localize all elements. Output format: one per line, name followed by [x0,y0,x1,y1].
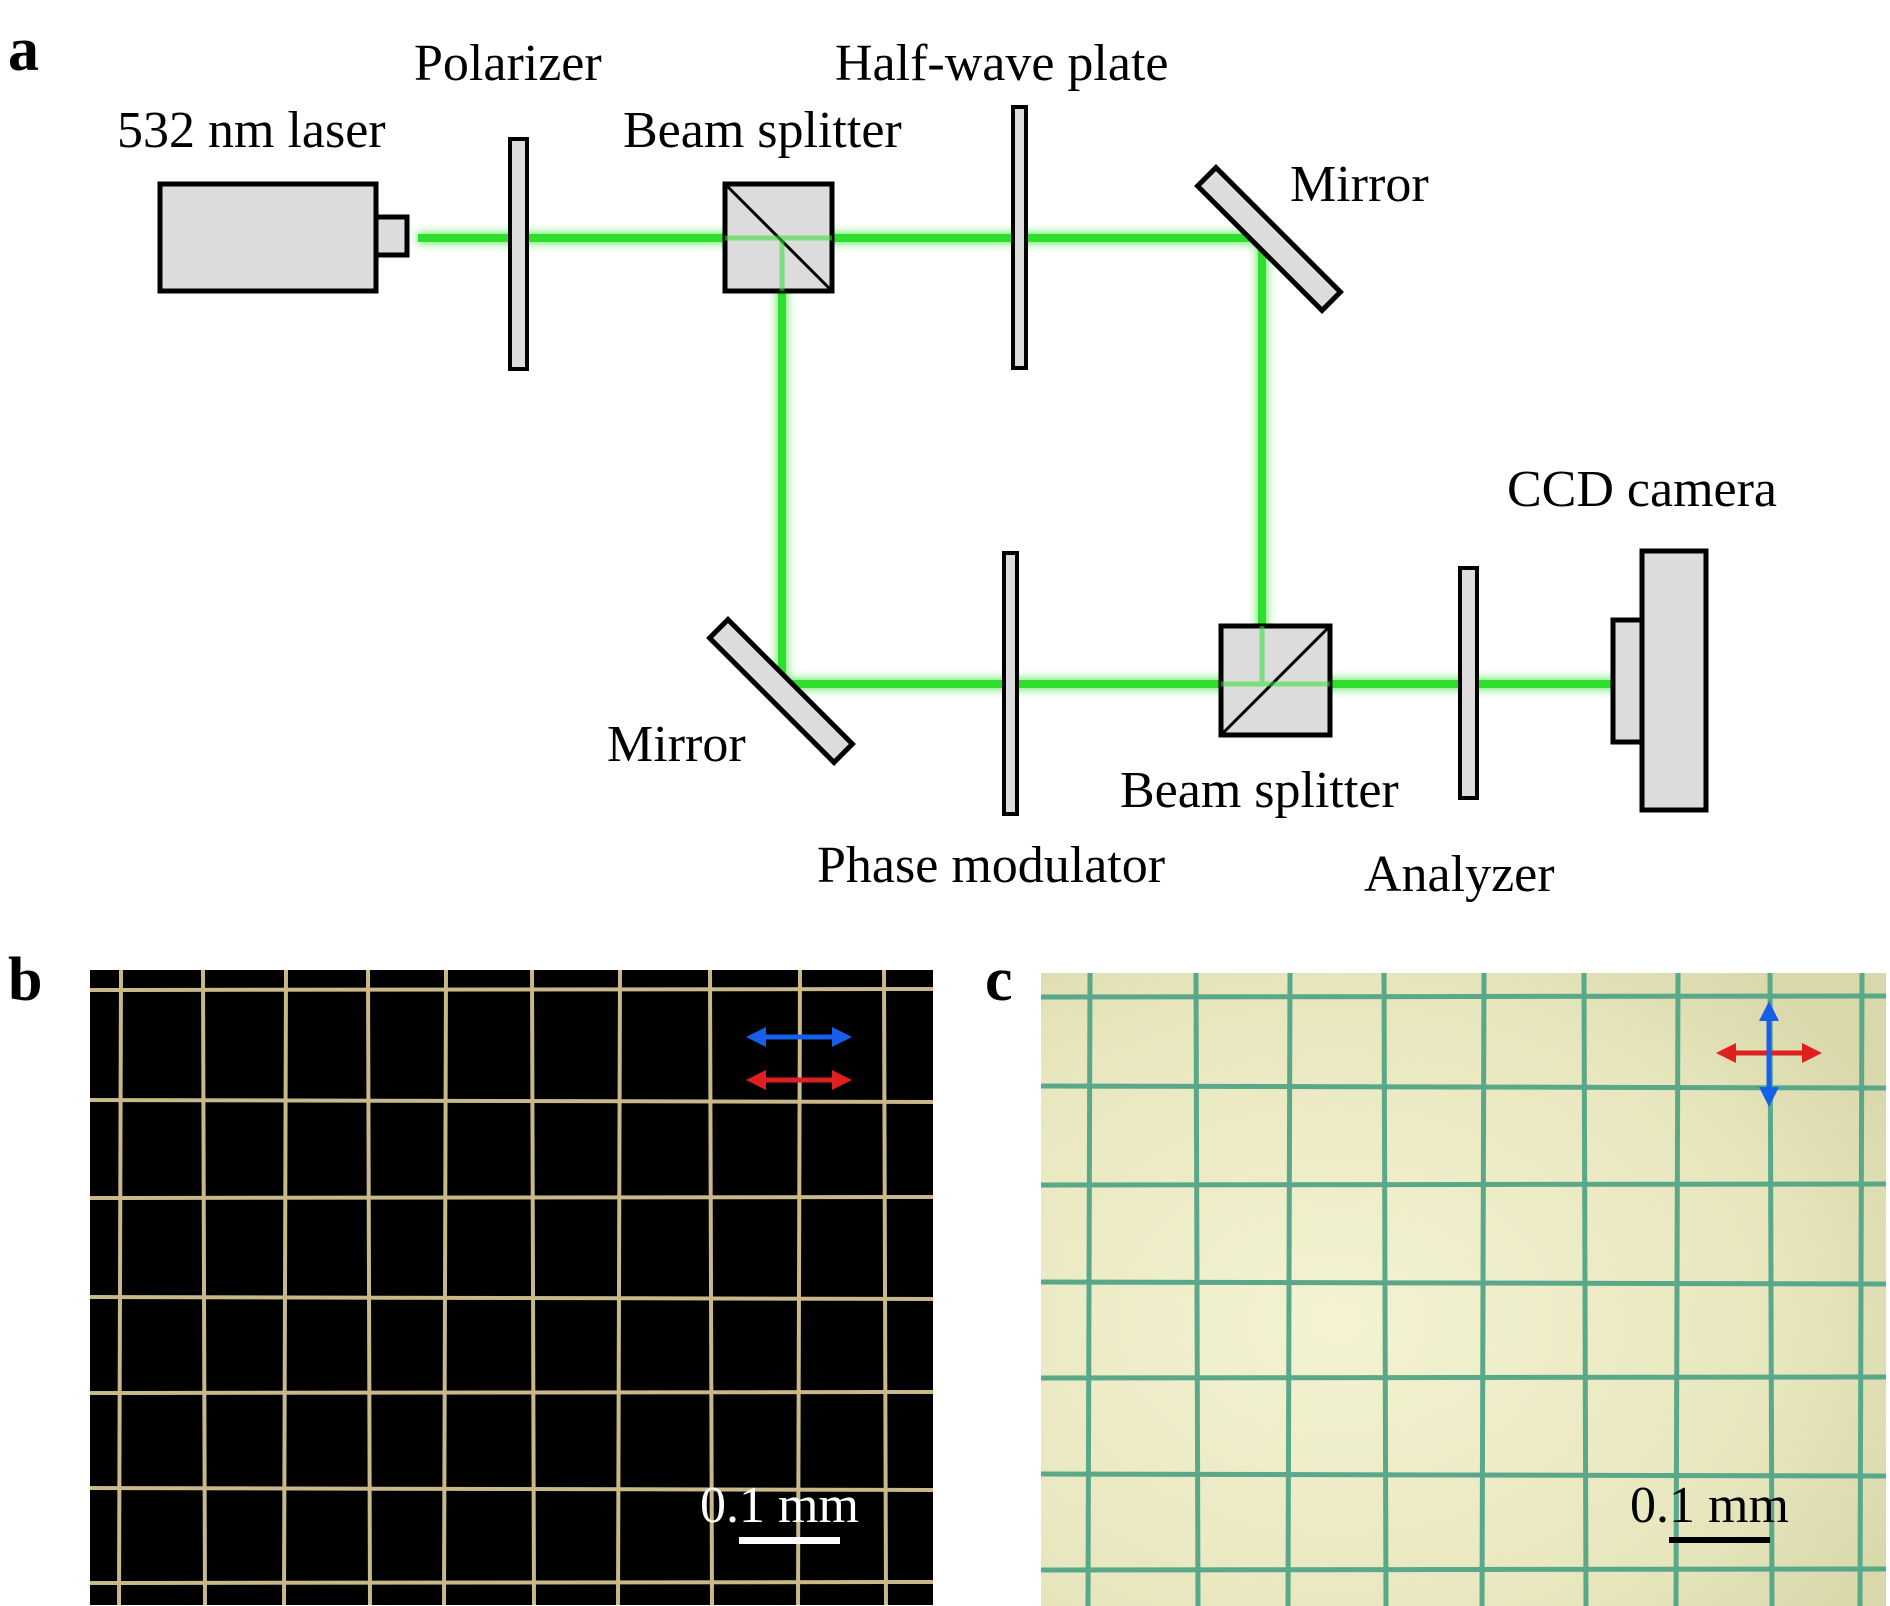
panel-c-vertical-grid-line [1857,973,1865,1606]
panel-c-vertical-grid-line [1285,973,1293,1606]
label-phase-modulator: Phase modulator [817,837,1165,894]
panel-letter-b: b [8,946,42,1014]
label-ccd-camera: CCD camera [1507,461,1777,518]
panel-c-parallel-grid-image: c 0.1 mm [985,946,1886,1606]
panel-b-background [90,970,933,1605]
half-wave-plate [1011,105,1028,370]
panel-b-vertical-grid-line [442,970,448,1605]
panel-b-horizontal-grid-line [90,987,933,992]
panel-b-vertical-grid-line [530,970,536,1605]
panel-b-vertical-grid-line [201,970,207,1605]
panel-c-background [1041,973,1886,1606]
panel-c-horizontal-grid-line [1041,993,1886,1000]
panel-b-vertical-grid-line [882,970,888,1605]
panel-c-polarization-arrows [1716,1001,1822,1107]
label-beam-splitter-top: Beam splitter [623,102,902,159]
panel-b-horizontal-grid-line [90,1390,933,1395]
panel-c-vertical-grid-line [1381,973,1389,1606]
panel-c-vertical-grid-line [1673,973,1681,1606]
panel-b-polarization-arrows [746,1027,852,1090]
phase-modulator [1002,551,1019,816]
panel-c-horizontal-grid-line [1041,1083,1886,1091]
panel-b-scale-label: 0.1 mm [700,1477,859,1534]
laser-beam-paths [418,234,1628,688]
panel-b-horizontal-grid-line [90,1195,933,1200]
panel-b-vertical-grid-line [282,970,288,1605]
panel-letter-c: c [985,946,1013,1014]
panel-b-crossed-grid-image: b 0.1 mm [8,946,933,1605]
panel-c-scale-bar [1669,1537,1770,1543]
panel-b-vertical-grid-line [366,970,372,1605]
laser-source [157,181,410,294]
panel-c-scale-label: 0.1 mm [1630,1477,1789,1534]
panel-c-vertical-grid-line [1193,973,1201,1606]
panel-letter-a: a [8,16,39,84]
label-mirror-bottom: Mirror [607,716,746,773]
panel-b-scale-bar [739,1537,840,1544]
panel-c-vertical-grid-line [1085,973,1093,1606]
label-beam-splitter-bottom: Beam splitter [1120,762,1399,819]
analyzer-plate [1458,566,1479,800]
panel-b-vertical-grid-line [708,970,714,1605]
panel-c-horizontal-grid-line [1041,1374,1886,1381]
ccd-camera [1610,548,1709,813]
label-analyzer: Analyzer [1364,846,1555,903]
panel-b-horizontal-grid-line [90,1580,933,1585]
label-polarizer: Polarizer [414,35,602,92]
panel-b-grid-lines [90,970,933,1605]
mirror-top [1194,164,1344,314]
panel-c-grid-lines [1041,973,1886,1606]
panel-c-horizontal-grid-line [1041,1181,1886,1188]
panel-b-horizontal-grid-line [90,1486,933,1492]
blue-vertical-arrow-icon [1759,1001,1779,1107]
label-laser: 532 nm laser [117,102,386,159]
polarizer-plate [508,137,529,371]
label-mirror-top: Mirror [1290,156,1429,213]
panel-b-horizontal-grid-line [90,1295,933,1301]
panel-c-horizontal-grid-line [1041,1566,1886,1573]
panel-c-horizontal-grid-line [1041,1471,1886,1479]
beam-splitter-bottom [1218,623,1333,738]
panel-a-setup-diagram: a 532 nm laser Polarizer Beam splitter H… [8,16,1777,903]
panel-b-vertical-grid-line [796,970,802,1605]
panel-c-horizontal-grid-line [1041,1279,1886,1287]
panel-b-vertical-grid-line [616,970,622,1605]
blue-horizontal-arrow-icon [746,1027,852,1047]
red-horizontal-arrow-icon [746,1070,852,1090]
panel-c-vertical-grid-line [1581,973,1589,1606]
mirror-bottom [706,616,856,766]
panel-b-vertical-grid-line [117,970,123,1605]
label-half-wave-plate: Half-wave plate [835,35,1168,92]
panel-c-vertical-grid-line [1479,973,1487,1606]
beam-overlay [725,235,1330,687]
panel-b-horizontal-grid-line [90,1098,933,1104]
